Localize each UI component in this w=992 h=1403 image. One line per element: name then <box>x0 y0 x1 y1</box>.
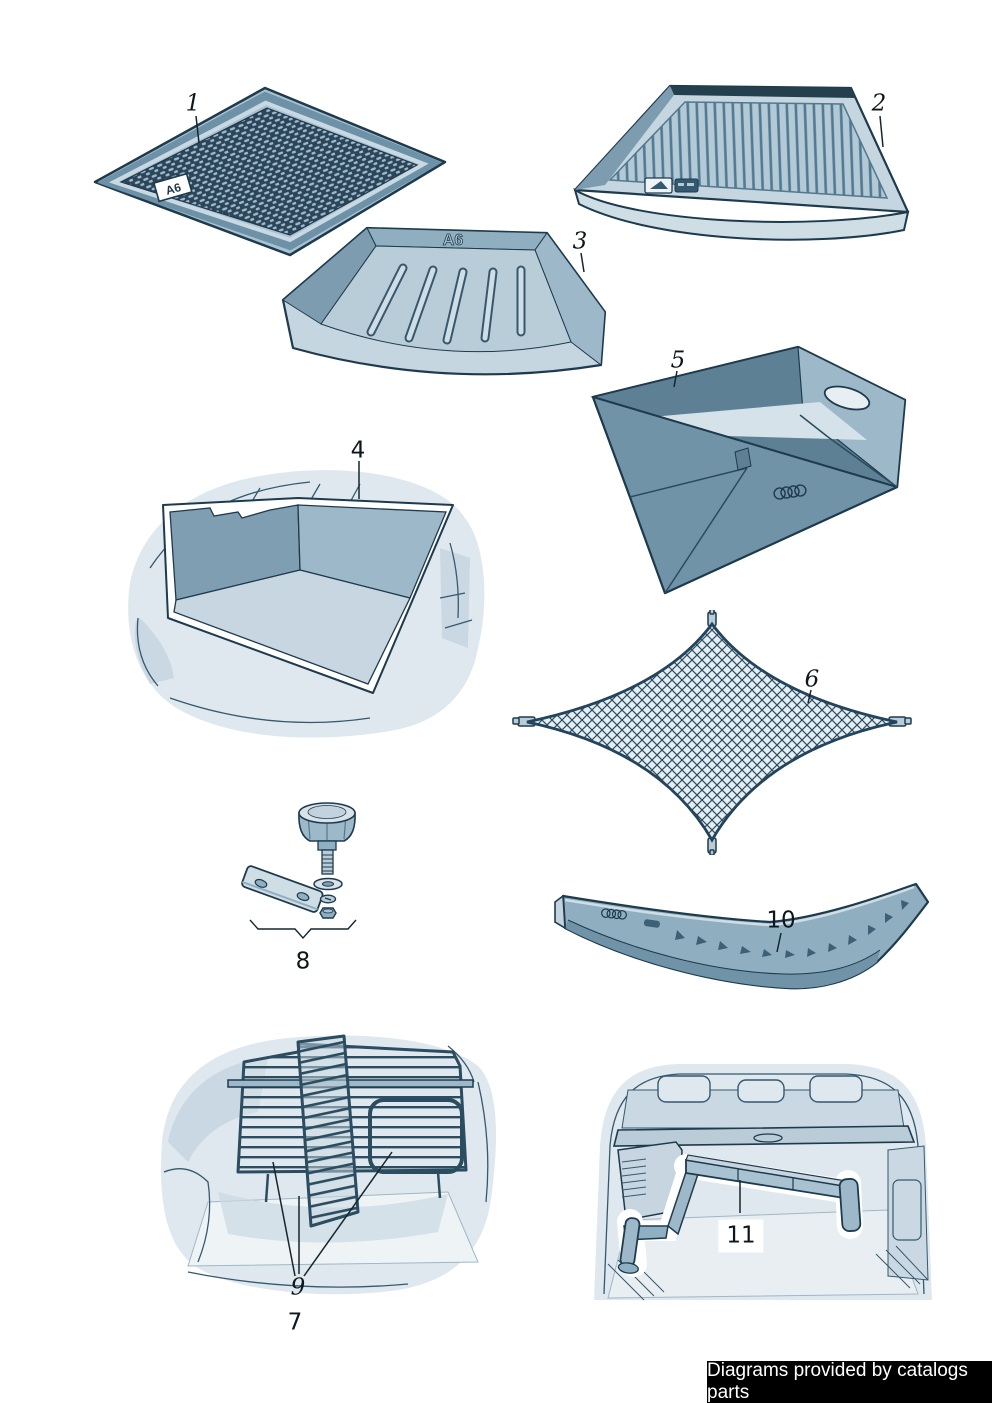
nut <box>319 907 337 919</box>
knurled-knob <box>298 802 356 875</box>
part-deep-boot-tray: A6 <box>275 220 620 390</box>
callout-11[interactable]: 11 <box>718 1219 764 1253</box>
a6-badge-small <box>644 177 699 194</box>
audi-rings-icon <box>773 484 807 500</box>
callout-9[interactable]: 9 <box>290 1274 306 1301</box>
callout-8[interactable]: 8 <box>295 948 311 975</box>
callout-10[interactable]: 10 <box>766 907 796 934</box>
callout-7-label: 7 <box>287 1309 303 1336</box>
tread-pattern <box>643 900 909 958</box>
callout-1-label: 1 <box>185 90 201 117</box>
callout-10-label: 10 <box>766 907 796 934</box>
callout-6-label: 6 <box>804 666 820 693</box>
handle-cutout <box>823 385 871 411</box>
part-fixing-set <box>230 795 430 960</box>
part-luggage-net <box>512 610 912 855</box>
part-ribbed-boot-liner <box>565 72 935 247</box>
callout-11-label: 11 <box>726 1222 756 1249</box>
callout-2-label: 2 <box>871 90 887 117</box>
callout-3[interactable]: 3 <box>572 228 588 255</box>
provider-banner-text: Diagrams provided by catalogs parts <box>707 1360 968 1403</box>
part-folding-cargo-box <box>585 340 960 600</box>
washer <box>313 877 343 891</box>
a6-embossed-text: A6 <box>443 232 464 249</box>
callout-8-label: 8 <box>295 948 311 975</box>
cargo-rail <box>617 1154 863 1277</box>
callout-4[interactable]: 4 <box>350 437 366 464</box>
grille-frame <box>368 1098 464 1174</box>
callout-3-label: 3 <box>572 228 588 255</box>
group-bracket <box>249 919 357 940</box>
part-partition-grille-view <box>148 1022 508 1312</box>
callout-5[interactable]: 5 <box>670 347 686 374</box>
callout-1[interactable]: 1 <box>185 90 201 117</box>
callout-4-label: 4 <box>350 437 366 464</box>
mounting-plate <box>241 865 324 913</box>
part-luggage-compartment-view <box>110 448 500 748</box>
lock-washer <box>319 894 337 904</box>
headrests <box>657 1075 863 1103</box>
part-cargo-rail-view <box>588 1050 938 1310</box>
callout-7[interactable]: 7 <box>287 1309 303 1336</box>
a6-badge-text: A6 <box>164 180 183 198</box>
callout-9-label: 9 <box>290 1274 306 1301</box>
callout-2[interactable]: 2 <box>871 90 887 117</box>
a6-badge: A6 <box>152 172 193 203</box>
audi-rings-icon <box>601 908 627 920</box>
parcel-shelf <box>612 1125 916 1147</box>
part-rubber-boot-mat: A6 <box>85 80 465 265</box>
callout-6[interactable]: 6 <box>804 666 820 693</box>
part-loading-edge-protector <box>552 878 937 1008</box>
callout-5-label: 5 <box>670 347 686 374</box>
provider-banner: Diagrams provided by catalogs parts <box>707 1360 992 1403</box>
